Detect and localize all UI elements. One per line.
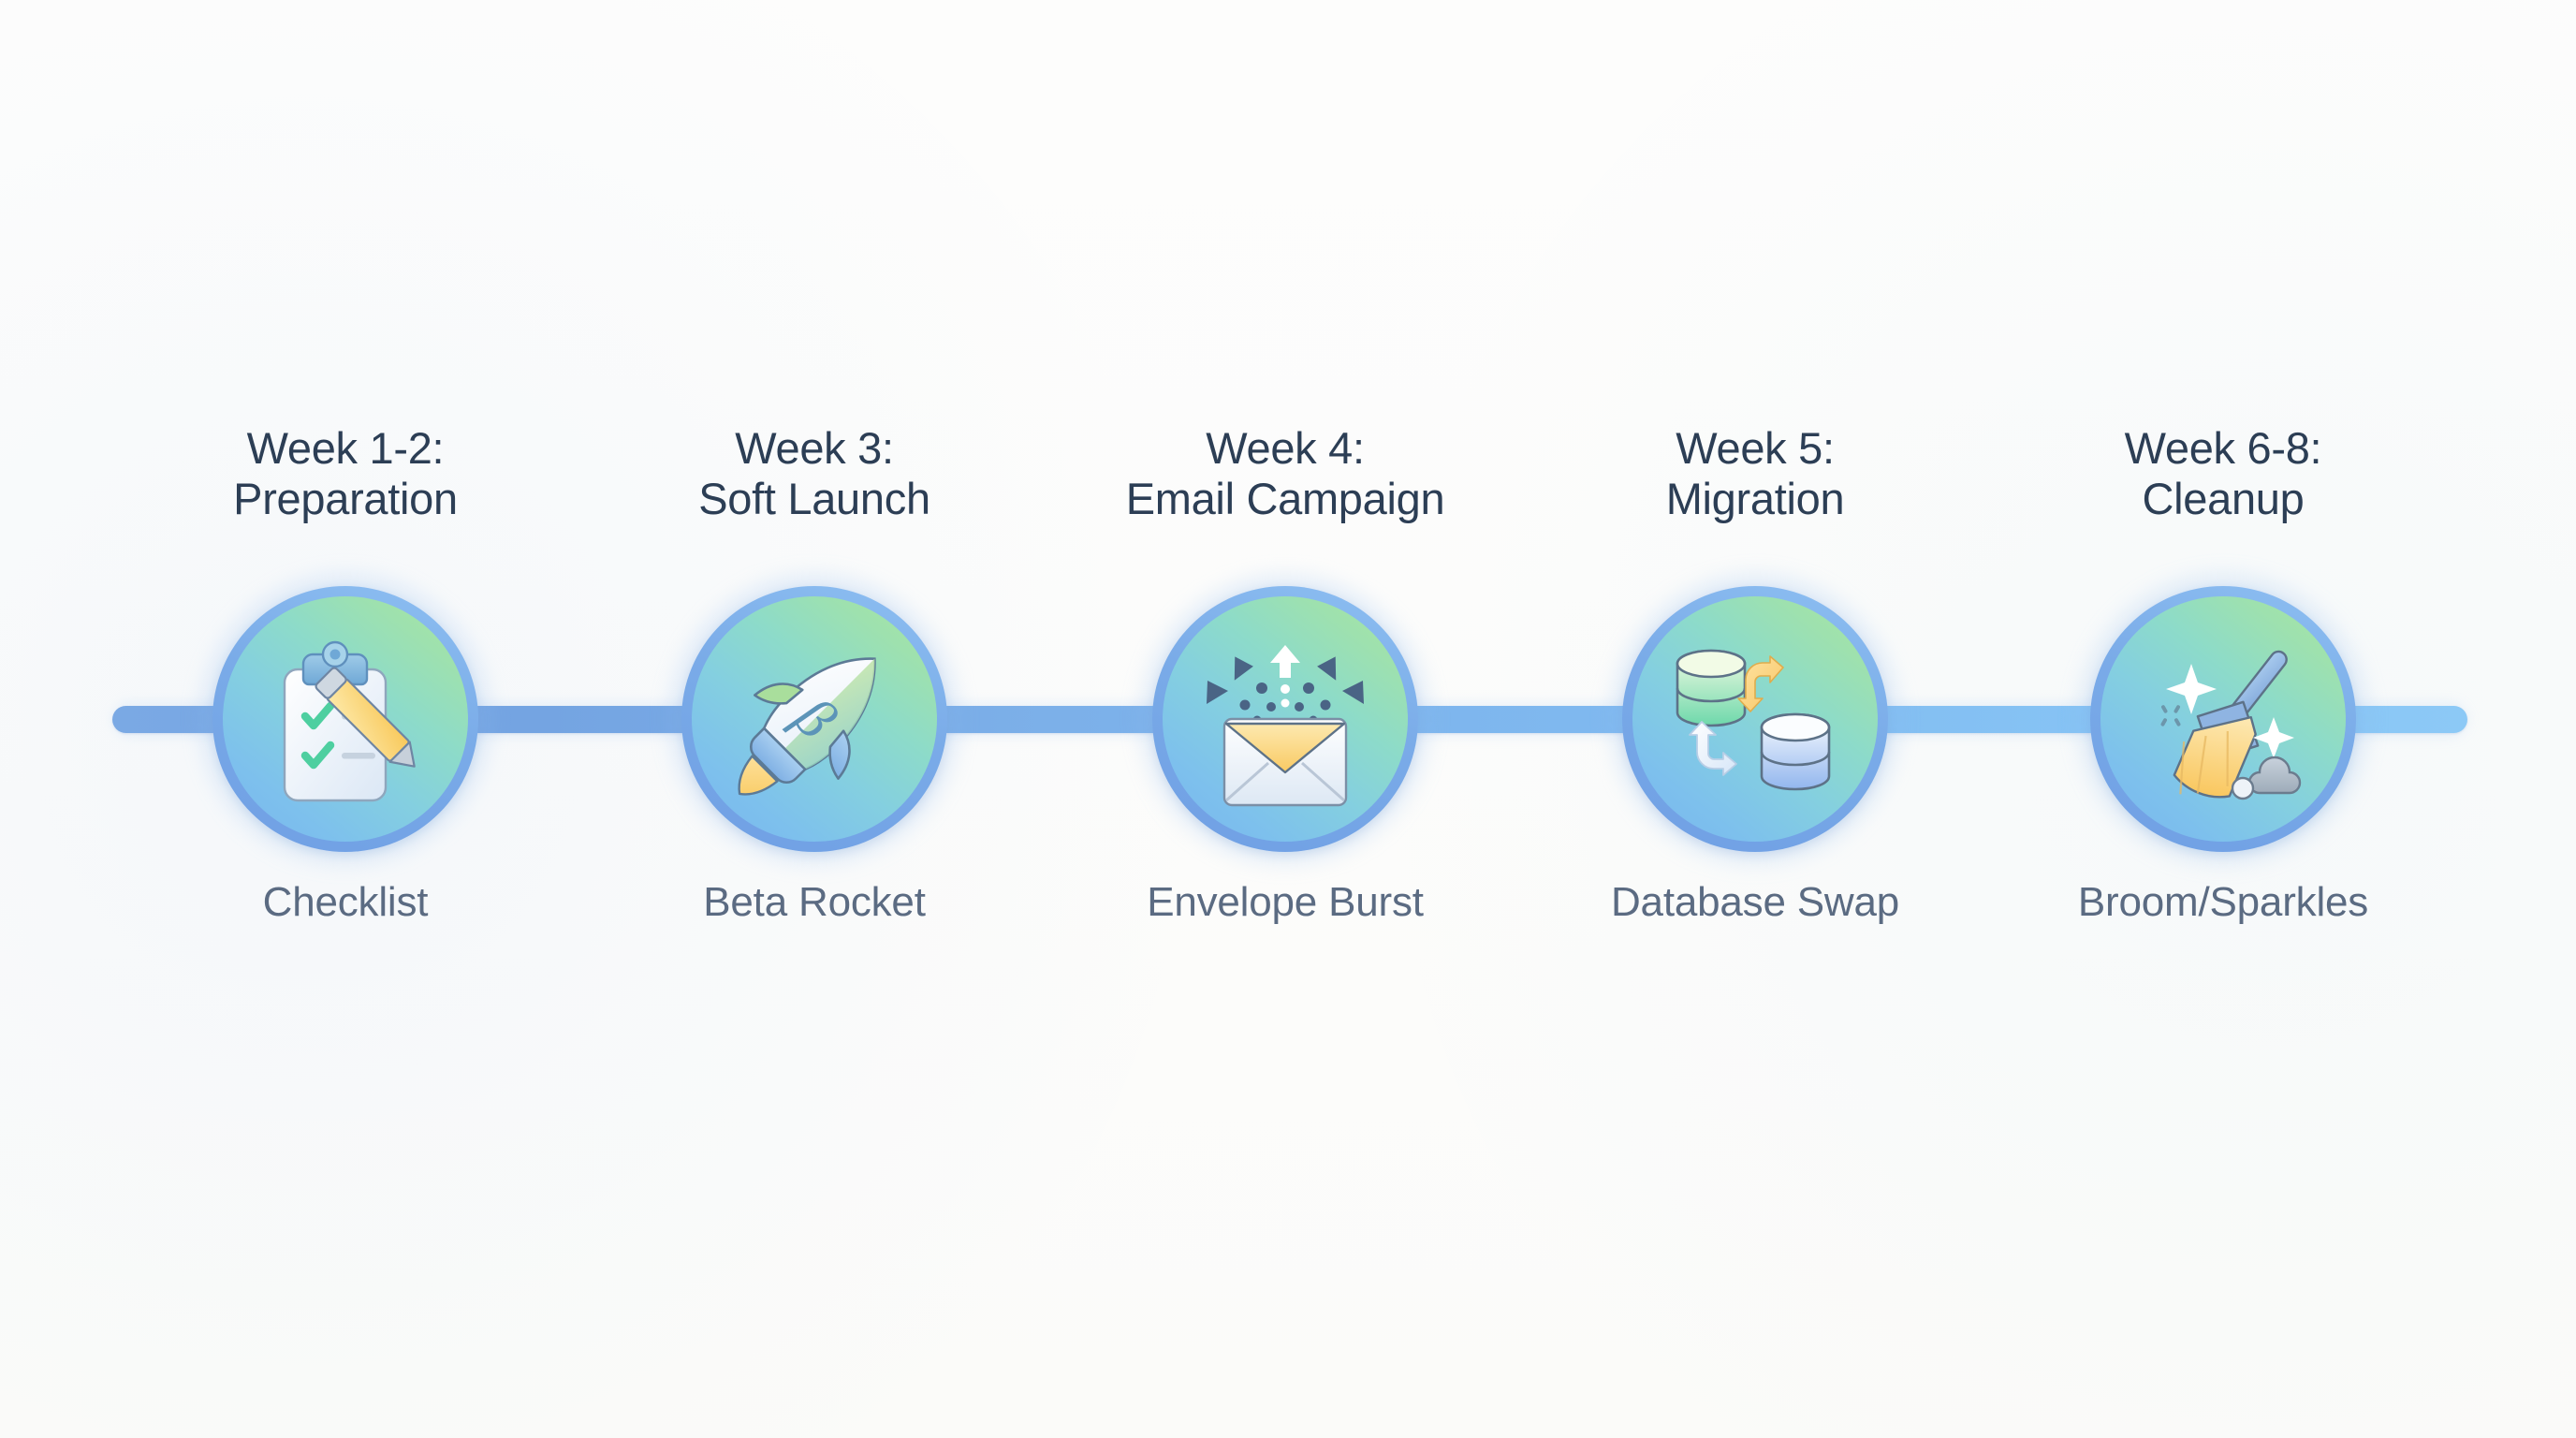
database-swap-icon (1676, 649, 1831, 791)
node-title: Week 1-2: Preparation (233, 423, 458, 524)
node-title: Week 6-8: Cleanup (2124, 423, 2322, 524)
node-caption: Beta Rocket (703, 879, 926, 925)
timeline-node-migration[interactable]: Week 5: Migration Da (1540, 0, 1970, 1438)
envelope-burst-icon (1207, 645, 1364, 807)
node-caption: Checklist (262, 879, 429, 925)
node-circle[interactable] (1141, 575, 1429, 863)
node-circle-face (2100, 596, 2346, 842)
timeline-node-preparation[interactable]: Week 1-2: Preparation (130, 0, 561, 1438)
node-circle-ring (2090, 586, 2356, 852)
beta-rocket-icon: β (738, 657, 876, 796)
timeline-node-email-campaign[interactable]: Week 4: Email Campaign (1070, 0, 1500, 1438)
node-title: Week 5: Migration (1665, 423, 1845, 524)
node-circle[interactable] (1611, 575, 1899, 863)
clipboard-checklist-pencil-icon (283, 640, 416, 802)
node-circle-face (223, 596, 468, 842)
node-caption: Database Swap (1610, 879, 1900, 925)
timeline-node-cleanup[interactable]: Week 6-8: Cleanup (2008, 0, 2438, 1438)
broom-sparkles-icon (2160, 650, 2302, 800)
node-circle-ring (1622, 586, 1888, 852)
node-title: Week 4: Email Campaign (1125, 423, 1445, 524)
node-circle-ring: β (681, 586, 947, 852)
node-circle-face (1163, 596, 1408, 842)
node-circle[interactable]: β (670, 575, 959, 863)
node-circle[interactable] (2079, 575, 2367, 863)
node-caption: Envelope Burst (1147, 879, 1424, 925)
node-circle-ring (212, 586, 478, 852)
node-circle-ring (1152, 586, 1418, 852)
node-caption: Broom/Sparkles (2077, 879, 2369, 925)
timeline-node-soft-launch[interactable]: Week 3: Soft Launch β Beta Rocket (599, 0, 1030, 1438)
node-circle-face: β (692, 596, 937, 842)
node-circle[interactable] (201, 575, 490, 863)
node-title: Week 3: Soft Launch (698, 423, 930, 524)
node-circle-face (1632, 596, 1878, 842)
